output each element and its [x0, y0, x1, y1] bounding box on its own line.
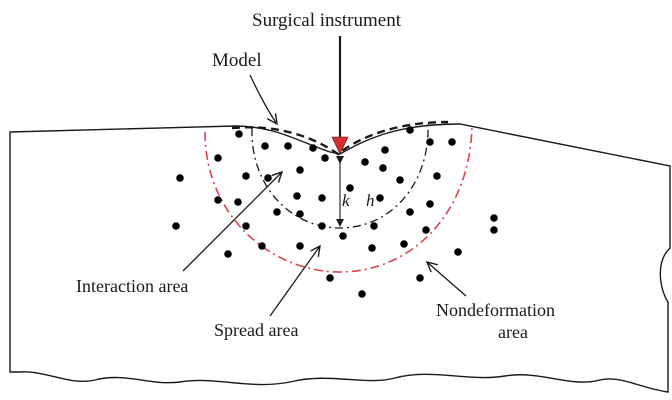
particle-dot	[339, 232, 347, 240]
particle-dot	[396, 176, 404, 184]
particle-dot	[176, 174, 184, 182]
particle-dot	[296, 210, 304, 218]
particle-dot	[293, 192, 301, 200]
particle-dot	[235, 130, 243, 138]
label-model: Model	[212, 50, 262, 71]
particle-dot	[296, 242, 304, 250]
particle-dot	[318, 194, 326, 202]
depth-label-k: k	[342, 191, 350, 210]
particle-dot	[379, 164, 387, 172]
particle-dot	[242, 222, 250, 230]
arrow-nondeformation-area	[427, 262, 466, 296]
label-nondeformation-line2: area	[498, 322, 528, 342]
label-spread-area: Spread area	[214, 320, 298, 340]
particle-dot	[234, 198, 242, 206]
arrow-interaction-area	[183, 172, 282, 271]
label-nondeformation-line1: Nondeformation	[436, 300, 555, 320]
label-interaction-area: Interaction area	[76, 276, 188, 296]
particle-dot	[264, 174, 272, 182]
particle-dot	[224, 250, 232, 258]
particle-dot	[242, 172, 250, 180]
particle-dot	[406, 208, 414, 216]
particle-dot	[284, 142, 292, 150]
particle-dot	[258, 242, 266, 250]
particle-dot	[309, 144, 317, 152]
arrow-spread-area	[270, 246, 320, 316]
particle-dot	[214, 196, 222, 204]
particle-dot	[490, 214, 498, 222]
particle-dot	[454, 248, 462, 256]
particle-dot	[422, 226, 430, 234]
particle-dot	[273, 208, 281, 216]
label-surgical-instrument: Surgical instrument	[252, 10, 402, 31]
particle-dot	[172, 222, 180, 230]
particle-dot	[448, 138, 456, 146]
particle-dot	[426, 200, 434, 208]
particle-dot	[261, 142, 269, 150]
particle-dot	[433, 172, 441, 180]
particle-dot	[406, 126, 414, 134]
particle-dot	[368, 244, 376, 252]
particle-dot	[358, 290, 366, 298]
particle-dot	[296, 166, 304, 174]
particle-dot	[318, 222, 326, 230]
particle-dot	[214, 154, 222, 162]
particle-dot	[381, 146, 389, 154]
particle-dot	[346, 184, 354, 192]
particle-dot	[376, 194, 384, 202]
depth-label-h: h	[366, 191, 375, 210]
particle-dot	[370, 222, 378, 230]
particle-dot	[326, 274, 334, 282]
particle-dot	[416, 274, 424, 282]
arrow-model	[250, 75, 277, 124]
particle-dot	[490, 226, 498, 234]
particle-dot	[321, 154, 329, 162]
particle-dot	[361, 158, 369, 166]
particle-dot	[400, 240, 408, 248]
particle-dot	[426, 138, 434, 146]
